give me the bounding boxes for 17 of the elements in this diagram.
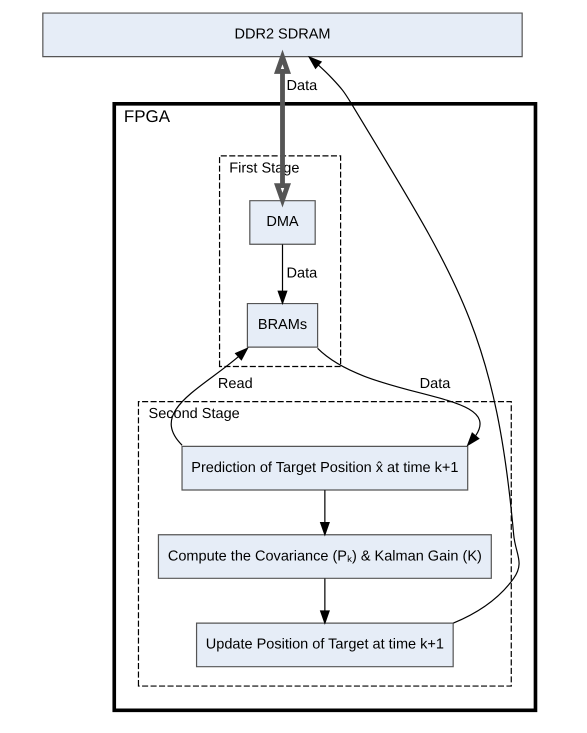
arrow xyxy=(319,578,330,625)
edge-label: Data xyxy=(286,78,317,94)
node-box: BRAMs xyxy=(246,302,318,348)
node-box: Compute the Covariance (Pₖ) & Kalman Gain (K) xyxy=(157,534,492,579)
arrow xyxy=(170,347,248,446)
edge-label: Data xyxy=(419,376,450,392)
node-box: DMA xyxy=(248,200,316,245)
arrow xyxy=(307,56,520,624)
edge-label: Read xyxy=(217,376,252,392)
arrow xyxy=(319,490,330,537)
node-box: Update Position of Target at time k+1 xyxy=(195,622,454,668)
node-box: Prediction of Target Position x̂ at time k+1 xyxy=(180,446,468,491)
arrow xyxy=(276,244,288,306)
edge-label: Data xyxy=(286,266,317,282)
arrow xyxy=(274,50,290,208)
arrow xyxy=(316,348,480,447)
node-box: DDR2 SDRAM xyxy=(42,12,522,58)
